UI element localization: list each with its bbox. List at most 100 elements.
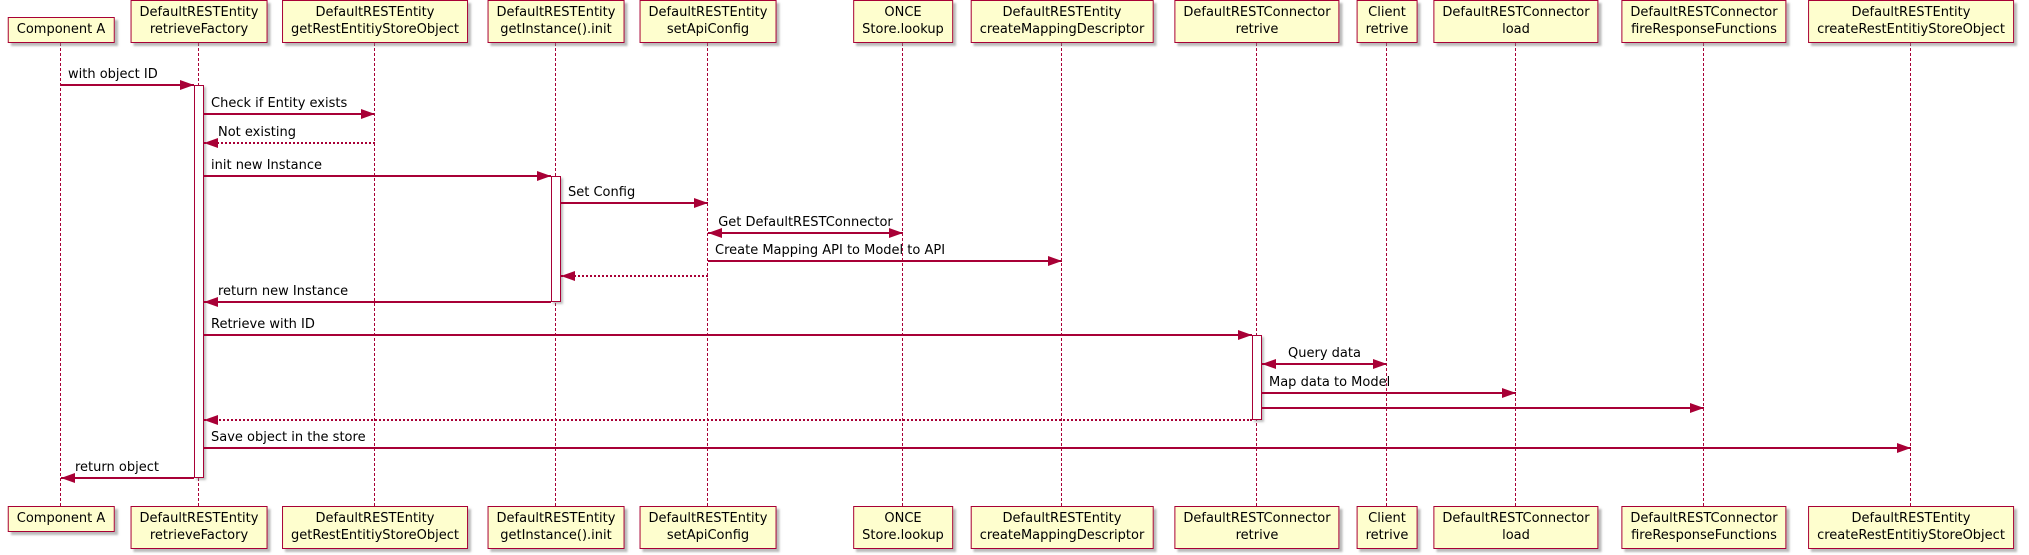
participant-label: getInstance().init bbox=[500, 528, 612, 544]
participant-bottom-box: Component A bbox=[7, 506, 115, 533]
participant-label: fireResponseFunctions bbox=[1631, 528, 1777, 544]
participant-bottom-box: DefaultRESTEntity createRestEntitiyStoreO… bbox=[1808, 506, 2014, 550]
participant-label: createRestEntitiyStoreObject bbox=[1817, 21, 2005, 37]
participant-bottom-box: DefaultRESTEntity setApiConfig bbox=[639, 506, 777, 550]
message-label: Query data bbox=[1288, 346, 1361, 361]
message-label: Set Config bbox=[568, 185, 636, 200]
participant-label: DefaultRESTEntity bbox=[315, 4, 435, 20]
participant-label: DefaultRESTEntity bbox=[496, 511, 616, 526]
message-label: Not existing bbox=[218, 125, 296, 140]
participant-label: DefaultRESTConnector bbox=[1630, 511, 1778, 526]
message-line bbox=[204, 175, 551, 177]
message-line bbox=[204, 447, 1911, 449]
arrowhead-icon bbox=[1262, 359, 1276, 369]
arrowhead-icon bbox=[1238, 330, 1252, 340]
arrowhead-icon bbox=[180, 80, 194, 90]
participant-label: DefaultRESTEntity bbox=[139, 511, 259, 526]
arrowhead-icon bbox=[1373, 359, 1387, 369]
arrowhead-icon bbox=[561, 271, 575, 281]
participant-lifeline bbox=[60, 43, 61, 506]
message-label: init new Instance bbox=[211, 158, 322, 173]
activation-bar bbox=[1252, 335, 1262, 420]
participant-lifeline bbox=[1256, 43, 1257, 506]
participant-label: retrive bbox=[1365, 528, 1409, 544]
message-line bbox=[1262, 392, 1516, 394]
activation-bar bbox=[194, 85, 204, 478]
participant-label: ONCE bbox=[884, 511, 922, 526]
participant-label: Component A bbox=[16, 21, 106, 37]
participant-label: retrieveFactory bbox=[149, 528, 249, 544]
arrowhead-icon bbox=[204, 415, 218, 425]
participant-label: Client bbox=[1368, 511, 1406, 526]
arrowhead-icon bbox=[1897, 443, 1911, 453]
participant-label: DefaultRESTEntity bbox=[648, 4, 768, 20]
message-line bbox=[204, 419, 1252, 421]
participant-label: DefaultRESTEntity bbox=[139, 4, 259, 20]
participant-bottom-box: Client retrive bbox=[1356, 506, 1418, 550]
participant-label: createMappingDescriptor bbox=[979, 21, 1145, 37]
message-label: Create Mapping API to Model to API bbox=[715, 243, 946, 258]
participant-label: getInstance().init bbox=[500, 21, 612, 37]
participant-lifeline bbox=[902, 43, 903, 506]
message-line bbox=[708, 260, 1062, 262]
participant-label: DefaultRESTConnector bbox=[1183, 511, 1331, 526]
participant-label: ONCE bbox=[884, 4, 922, 20]
participant-label: createRestEntitiyStoreObject bbox=[1817, 528, 2005, 544]
participant-label: DefaultRESTEntity bbox=[1851, 511, 1971, 526]
participant-label: DefaultRESTEntity bbox=[1002, 511, 1122, 526]
participant-lifeline bbox=[1910, 43, 1911, 506]
arrowhead-icon bbox=[204, 138, 218, 148]
participant-label: retrive bbox=[1365, 21, 1409, 37]
participant-label: DefaultRESTConnector bbox=[1183, 4, 1331, 20]
message-line bbox=[61, 477, 194, 479]
participant-bottom-box: DefaultRESTEntity getInstance().init bbox=[487, 506, 625, 550]
participant-bottom-box: DefaultRESTConnector load bbox=[1433, 506, 1599, 550]
arrowhead-icon bbox=[204, 297, 218, 307]
participant-lifeline bbox=[1515, 43, 1516, 506]
participant-label: setApiConfig bbox=[666, 528, 750, 544]
participant-label: DefaultRESTConnector bbox=[1442, 4, 1590, 20]
message-line bbox=[1262, 363, 1387, 365]
message-line bbox=[204, 142, 375, 144]
message-label: return new Instance bbox=[218, 284, 349, 299]
arrowhead-icon bbox=[694, 198, 708, 208]
message-label: Retrieve with ID bbox=[211, 317, 315, 332]
message-line bbox=[204, 113, 375, 115]
message-label: Map data to Model bbox=[1269, 375, 1391, 390]
participant-lifeline bbox=[1703, 43, 1704, 506]
participant-label: DefaultRESTConnector bbox=[1630, 4, 1778, 20]
participant-label: Component A bbox=[16, 511, 106, 526]
message-line bbox=[561, 202, 708, 204]
arrowhead-icon bbox=[537, 171, 551, 181]
participant-label: DefaultRESTConnector bbox=[1442, 511, 1590, 526]
arrowhead-icon bbox=[1690, 403, 1704, 413]
participant-lifeline bbox=[707, 43, 708, 506]
activation-bar bbox=[551, 176, 561, 302]
message-line bbox=[561, 275, 708, 277]
arrowhead-icon bbox=[1048, 256, 1062, 266]
message-line bbox=[708, 232, 903, 234]
message-label: Save object in the store bbox=[211, 430, 366, 445]
message-line bbox=[204, 301, 551, 303]
participant-label: getRestEntitiyStoreObject bbox=[291, 528, 459, 544]
message-label: Check if Entity exists bbox=[211, 96, 348, 111]
arrowhead-icon bbox=[708, 228, 722, 238]
participant-label: load bbox=[1502, 528, 1530, 544]
participant-bottom-box: DefaultRESTEntity getRestEntitiyStoreObje… bbox=[282, 506, 468, 550]
participant-lifeline bbox=[1386, 43, 1387, 506]
participant-label: DefaultRESTEntity bbox=[315, 511, 435, 526]
participant-label: setApiConfig bbox=[666, 21, 750, 37]
participant-label: DefaultRESTEntity bbox=[648, 511, 768, 526]
participant-label: retrive bbox=[1235, 21, 1279, 37]
participant-label: DefaultRESTEntity bbox=[496, 4, 616, 20]
participant-bottom-box: DefaultRESTConnector fireResponseFunction… bbox=[1621, 506, 1787, 550]
participant-label: retrive bbox=[1235, 528, 1279, 544]
